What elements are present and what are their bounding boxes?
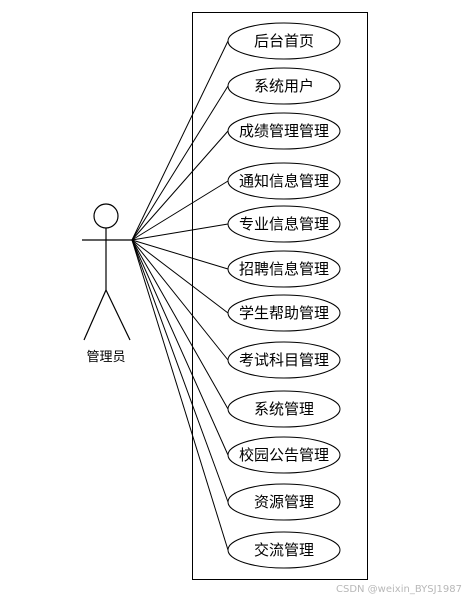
actor-left-leg bbox=[83, 289, 107, 341]
system-boundary bbox=[192, 12, 368, 580]
watermark: CSDN @weixin_BYSJ1987 bbox=[336, 584, 462, 595]
use-case-label: 通知信息管理 bbox=[239, 172, 329, 190]
actor-figure bbox=[82, 203, 132, 341]
association-line bbox=[131, 223, 229, 241]
association-line bbox=[131, 239, 229, 456]
use-case-ellipse bbox=[227, 531, 341, 569]
use-case-label: 系统用户 bbox=[254, 77, 314, 95]
actor-head bbox=[93, 203, 119, 229]
use-case-label: 招聘信息管理 bbox=[239, 260, 329, 278]
use-case-label: 后台首页 bbox=[254, 32, 314, 50]
use-case: 后台首页 bbox=[227, 22, 341, 60]
associations bbox=[131, 40, 229, 551]
use-case-ellipse bbox=[227, 250, 341, 288]
use-case-ellipse bbox=[227, 112, 341, 150]
use-case: 系统用户 bbox=[227, 67, 341, 105]
association-line bbox=[131, 130, 229, 241]
use-case-label: 校园公告管理 bbox=[239, 446, 329, 464]
use-case: 专业信息管理 bbox=[227, 205, 341, 243]
use-case-ellipse bbox=[227, 22, 341, 60]
use-case: 学生帮助管理 bbox=[227, 294, 341, 332]
association-line bbox=[131, 239, 229, 551]
use-case-label: 交流管理 bbox=[254, 541, 314, 559]
use-case-ellipse bbox=[227, 341, 341, 379]
use-case: 校园公告管理 bbox=[227, 436, 341, 474]
use-case-ellipse bbox=[227, 67, 341, 105]
association-line bbox=[131, 85, 229, 241]
use-case: 系统管理 bbox=[227, 390, 341, 428]
use-case-label: 资源管理 bbox=[254, 493, 314, 511]
use-case-label: 专业信息管理 bbox=[239, 215, 329, 233]
use-case: 考试科目管理 bbox=[227, 341, 341, 379]
use-case-ellipse bbox=[227, 483, 341, 521]
actor-label: 管理员 bbox=[86, 350, 125, 365]
use-case-ellipse bbox=[227, 294, 341, 332]
association-line bbox=[131, 180, 229, 241]
association-line bbox=[131, 239, 229, 361]
use-case: 招聘信息管理 bbox=[227, 250, 341, 288]
use-case-label: 考试科目管理 bbox=[239, 351, 329, 369]
use-case-label: 成绩管理管理 bbox=[239, 122, 329, 140]
association-line bbox=[131, 239, 229, 270]
association-line bbox=[131, 40, 229, 241]
use-case-ellipse bbox=[227, 162, 341, 200]
use-case-ellipse bbox=[227, 205, 341, 243]
association-line bbox=[131, 239, 229, 314]
actor-right-leg bbox=[105, 289, 131, 341]
use-case: 交流管理 bbox=[227, 531, 341, 569]
use-cases: 后台首页系统用户成绩管理管理通知信息管理专业信息管理招聘信息管理学生帮助管理考试… bbox=[227, 22, 341, 569]
use-case-label: 学生帮助管理 bbox=[239, 304, 329, 322]
use-case-label: 系统管理 bbox=[254, 400, 314, 418]
use-case: 资源管理 bbox=[227, 483, 341, 521]
association-line bbox=[131, 239, 229, 503]
use-case: 通知信息管理 bbox=[227, 162, 341, 200]
use-case-ellipse bbox=[227, 390, 341, 428]
use-case: 成绩管理管理 bbox=[227, 112, 341, 150]
association-line bbox=[131, 239, 229, 410]
use-case-ellipse bbox=[227, 436, 341, 474]
